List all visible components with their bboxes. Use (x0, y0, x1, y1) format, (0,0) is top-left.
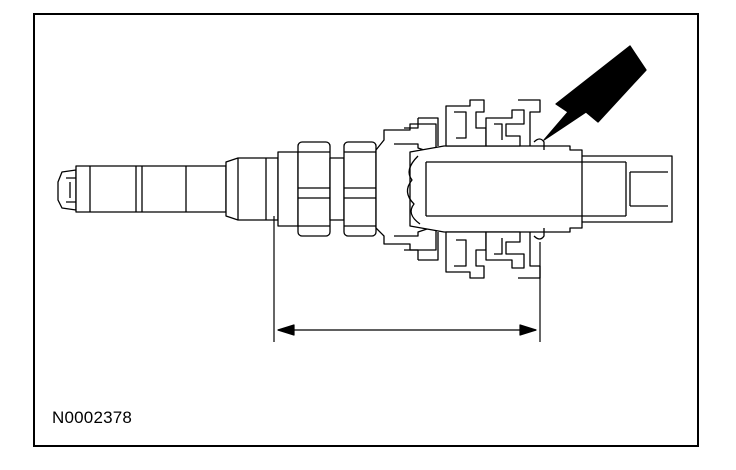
shaft-thin-section (75, 165, 227, 213)
shaft-tip (57, 169, 79, 211)
shaft-stepped-section (225, 151, 299, 227)
dimension-arrow (273, 216, 541, 342)
hex-nut-2 (343, 141, 377, 237)
spacer-sleeve (329, 157, 345, 221)
upper-seal-stack (404, 99, 541, 147)
hex-nut-1 (297, 141, 331, 237)
lower-seal-stack (404, 231, 541, 279)
retaining-clip (533, 138, 545, 240)
arrow-icon (543, 45, 647, 141)
figure-id-label: N0002378 (52, 408, 133, 427)
main-sleeve (406, 145, 673, 233)
